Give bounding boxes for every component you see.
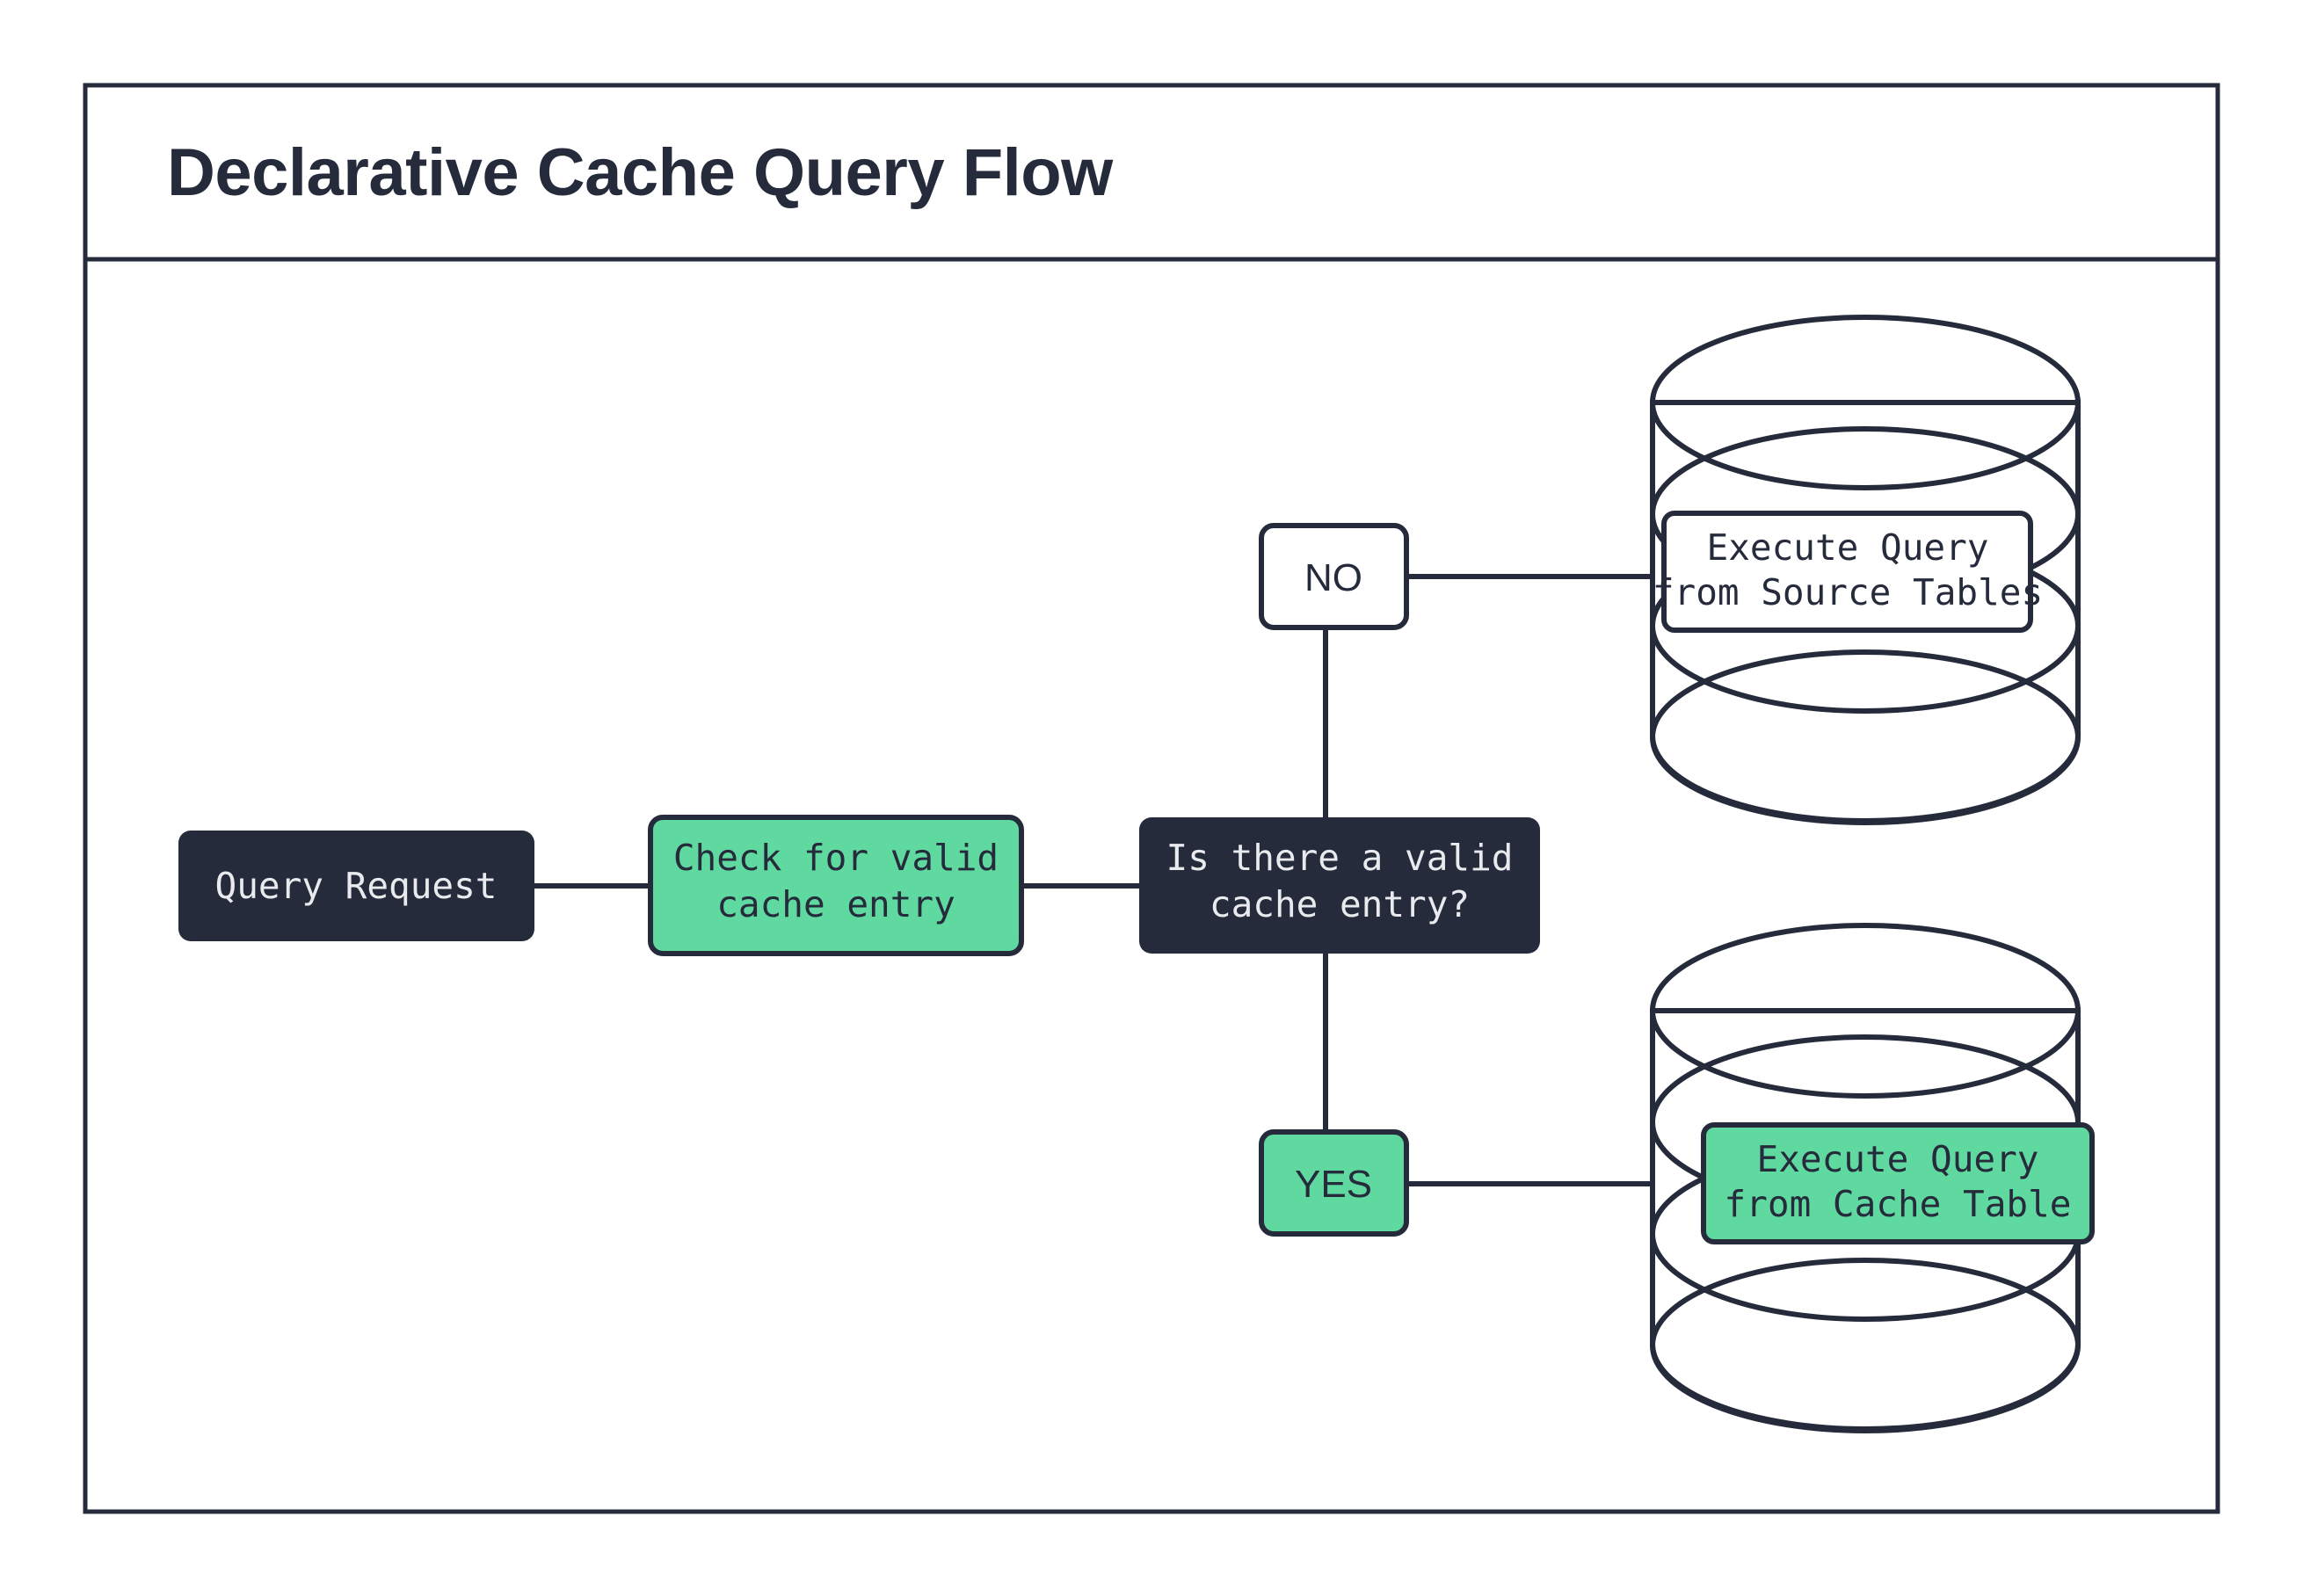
source-tables-label-line2: from Source Tables bbox=[1653, 571, 2043, 613]
query-request-box[interactable] bbox=[178, 831, 534, 941]
check-cache-box[interactable] bbox=[648, 815, 1024, 956]
decision-label-line1: Is there a valid bbox=[1166, 837, 1514, 879]
database-disc-4 bbox=[1650, 649, 2081, 825]
database-disc-1 bbox=[1650, 923, 2081, 1099]
node-decision-valid-cache[interactable]: Is there a valid cache entry? bbox=[1139, 817, 1540, 954]
no-box[interactable] bbox=[1259, 523, 1409, 630]
branch-label-no[interactable]: NO bbox=[1259, 523, 1409, 630]
cache-table-label-line2: from Cache Table bbox=[1725, 1183, 2072, 1225]
database-disc-4 bbox=[1650, 1258, 2081, 1433]
decision-box[interactable] bbox=[1139, 817, 1540, 954]
decision-label-line2: cache entry? bbox=[1210, 883, 1470, 925]
database-source-tables[interactable]: Execute Query from Source Tables bbox=[1650, 315, 2081, 825]
yes-label: YES bbox=[1295, 1163, 1372, 1206]
no-label: NO bbox=[1304, 556, 1362, 599]
check-cache-label-line2: cache entry bbox=[716, 883, 955, 925]
branch-label-yes[interactable]: YES bbox=[1259, 1129, 1409, 1237]
source-tables-label-box[interactable] bbox=[1661, 511, 2033, 633]
source-tables-label-line1: Execute Query bbox=[1707, 526, 1989, 569]
database-disc-1 bbox=[1650, 315, 2081, 490]
database-cache-table[interactable]: Execute Query from Cache Table bbox=[1650, 923, 2095, 1433]
node-query-request[interactable]: Query Request bbox=[178, 831, 534, 941]
yes-box[interactable] bbox=[1259, 1129, 1409, 1237]
cache-table-label-box[interactable] bbox=[1701, 1122, 2095, 1244]
page-title: Declarative Cache Query Flow bbox=[167, 135, 1114, 210]
check-cache-label-line1: Check for valid bbox=[673, 837, 999, 879]
cache-table-label-line1: Execute Query bbox=[1757, 1138, 2039, 1180]
node-check-cache-entry[interactable]: Check for valid cache entry bbox=[648, 815, 1024, 956]
query-request-label: Query Request bbox=[215, 865, 498, 907]
